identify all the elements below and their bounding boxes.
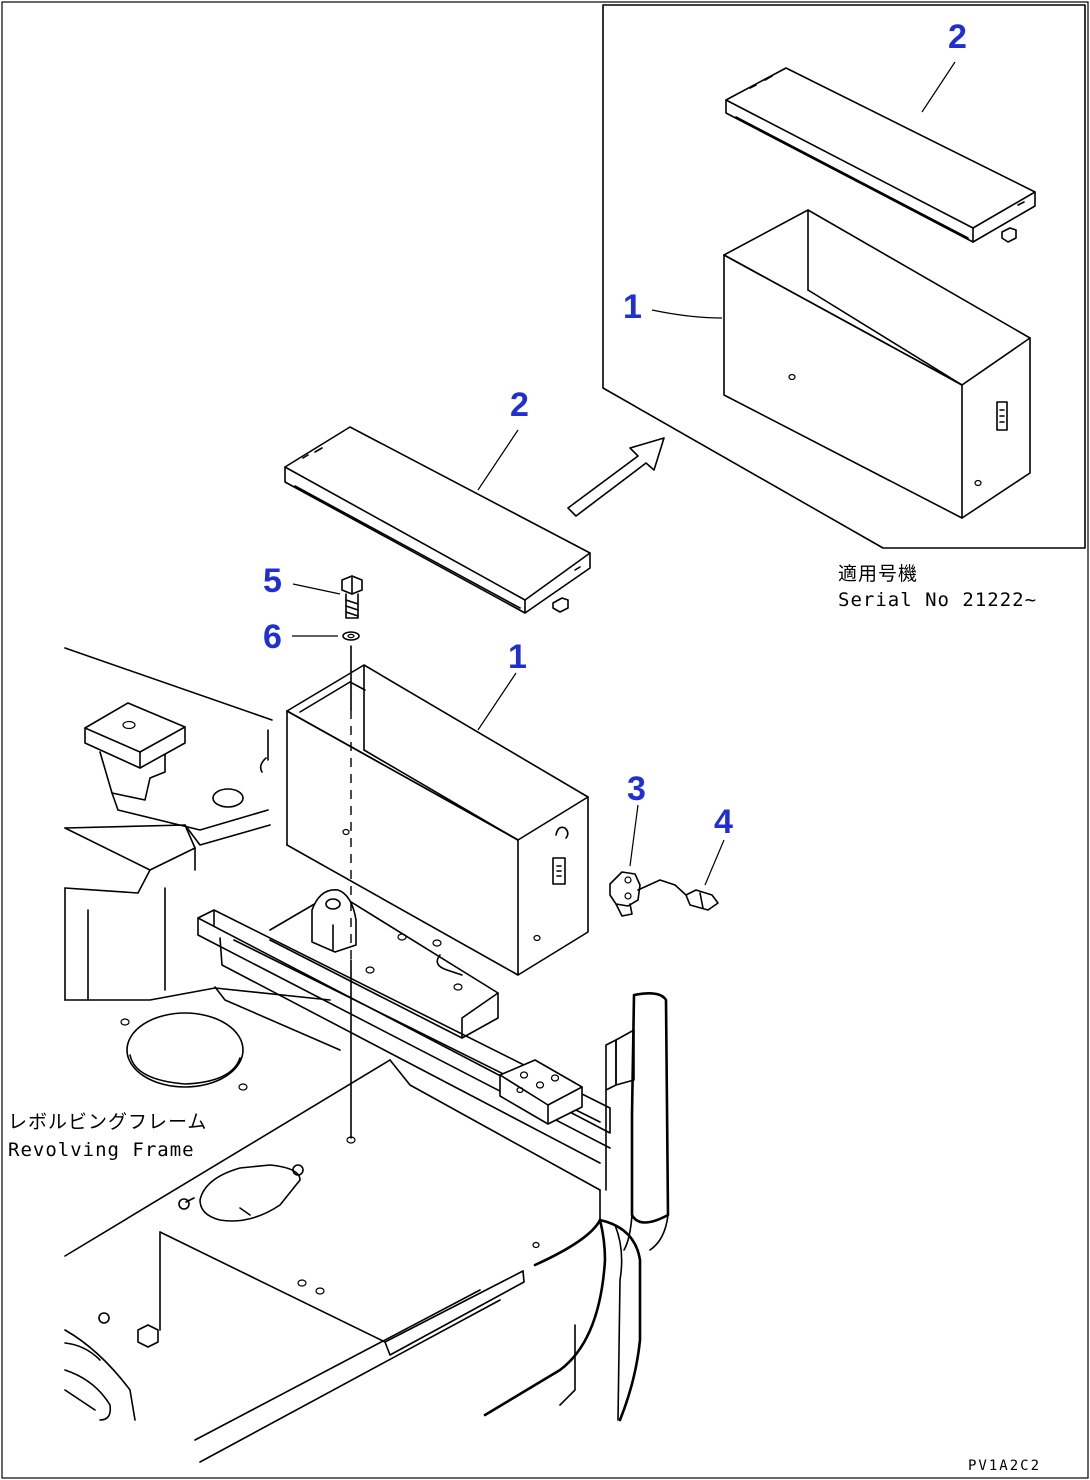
- toolbox-inset: [723, 209, 1031, 519]
- leader-lines: [292, 61, 956, 886]
- callout-inset-box: 1: [623, 288, 642, 326]
- catch-part: [674, 884, 719, 911]
- frame-label-en: Revolving Frame: [8, 1139, 195, 1161]
- drawing-code: PV1A2C2: [968, 1458, 1041, 1474]
- callout-main-lid: 2: [510, 386, 529, 424]
- callout-bolt: 5: [263, 562, 282, 600]
- text-notes: 適用号機 Serial No 21222~ レボルビングフレーム Revolvi…: [8, 563, 1041, 1474]
- direction-arrow: [567, 437, 665, 517]
- callout-inset-lid: 2: [948, 18, 967, 56]
- inset-note-serial: Serial No 21222~: [838, 589, 1037, 611]
- lid-inset: [725, 67, 1036, 243]
- callout-main-box: 1: [508, 638, 527, 676]
- inset-frame: [602, 4, 1086, 549]
- callout-catch: 4: [714, 803, 733, 841]
- lid-main: [284, 426, 591, 614]
- inset-note-jp: 適用号機: [838, 563, 918, 585]
- latch-part: [609, 871, 676, 917]
- toolbox-main: [286, 664, 589, 976]
- bolt-assembly: [341, 575, 363, 1144]
- revolving-frame: [64, 647, 670, 1463]
- frame-label-jp: レボルビングフレーム: [8, 1111, 207, 1133]
- callout-numbers: 2 1 2 5 6 1 3 4: [263, 18, 967, 841]
- callout-washer: 6: [263, 618, 282, 656]
- callout-latch: 3: [627, 770, 646, 808]
